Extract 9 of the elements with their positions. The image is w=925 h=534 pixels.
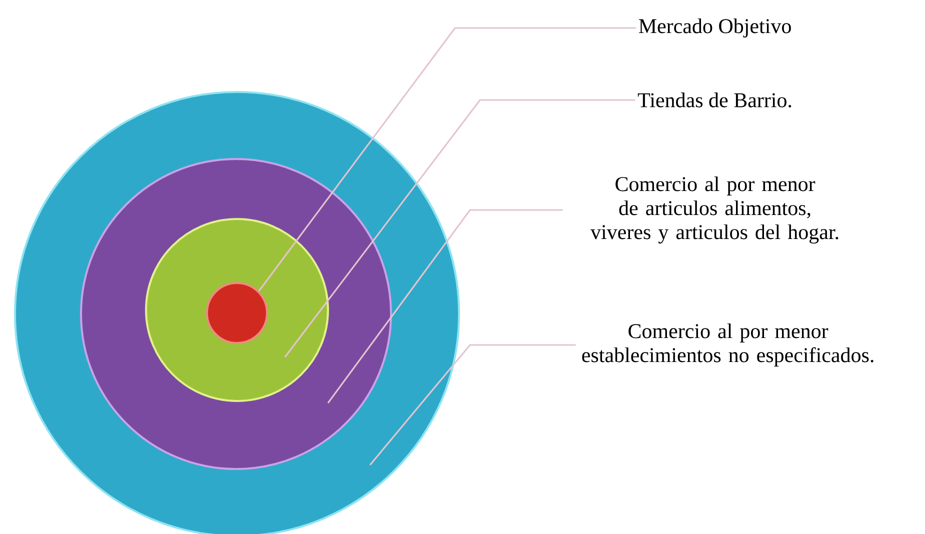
callout-text: Comercio al por menor de articulos alimentos, viveres y articulos del hogar. [590,176,838,244]
leader-line [327,209,563,404]
leader-line [258,27,636,292]
callout-text: Tiendas de Barrio. [638,92,792,108]
leader-line [369,344,576,466]
leader-line [284,99,636,358]
callout-text: Mercado Objetivo [638,18,791,38]
callout-text: Comercio al por menor establecimientos no especificados. [582,323,874,366]
target-dot [206,282,268,344]
